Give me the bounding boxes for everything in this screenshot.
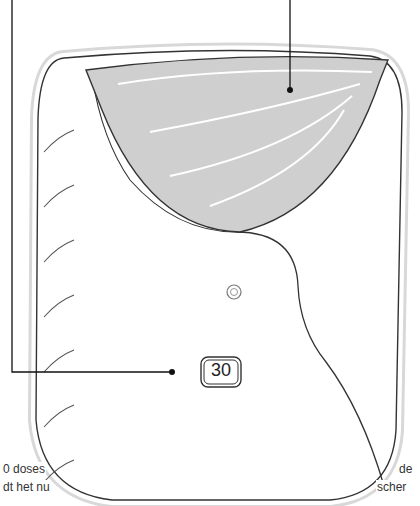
caption-fragment: dt het nu [2,480,51,494]
indicator-hole [231,289,238,296]
dose-counter: 30 [200,356,242,388]
grip-ridges [44,130,74,482]
counter-number: 30 [208,361,234,381]
leader-lines [12,0,293,375]
caption-fragment: 0 doses [2,462,46,476]
indicator-hole [227,285,241,299]
inhaler-body [36,50,402,500]
cover [86,57,388,232]
caption-fragment: scher [376,480,407,494]
caption-fragment: de [398,462,413,476]
